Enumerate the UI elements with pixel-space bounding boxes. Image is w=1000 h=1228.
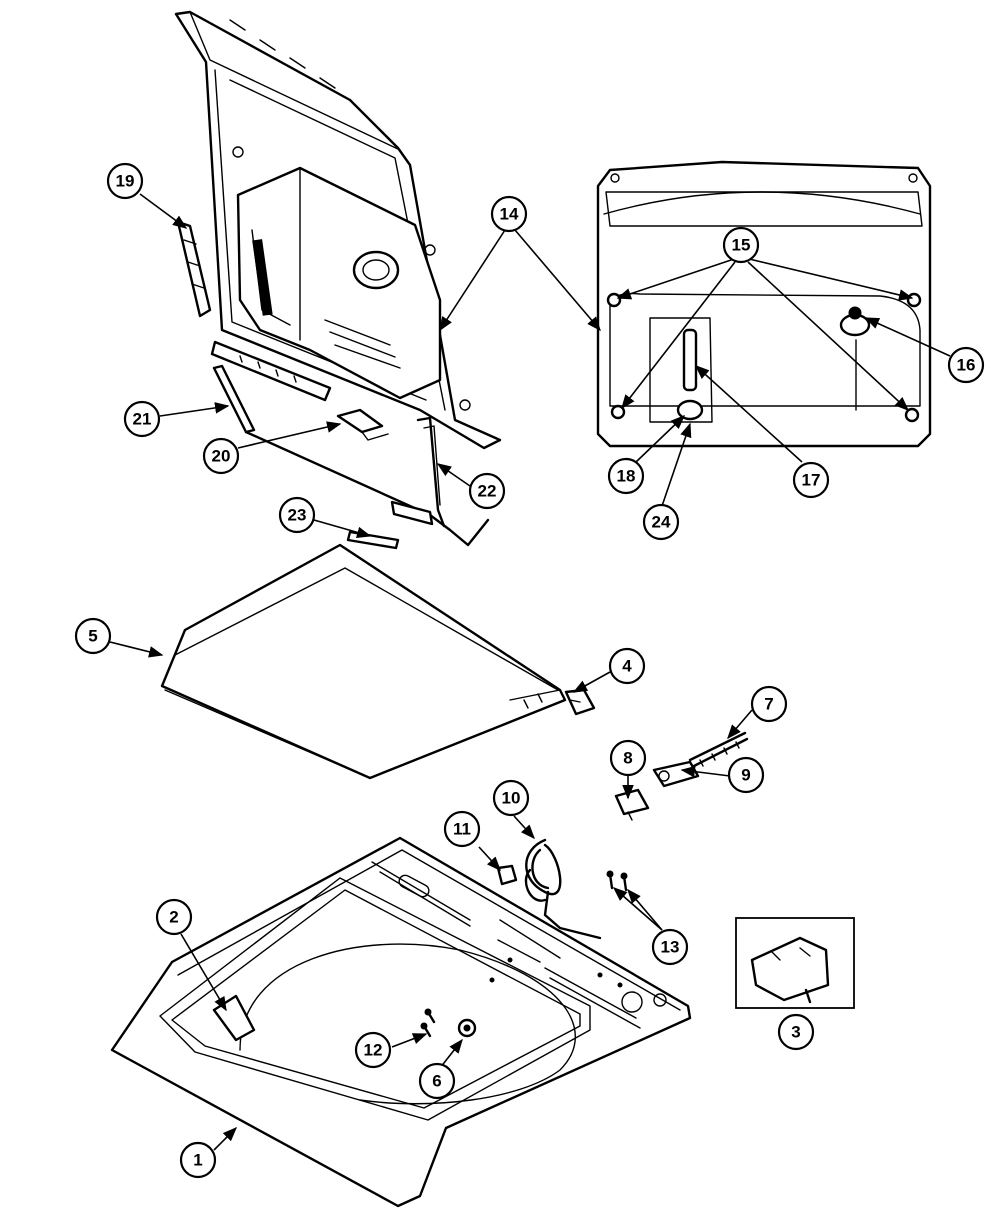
callout-21: 21 bbox=[123, 400, 161, 438]
callout-label: 24 bbox=[652, 513, 671, 532]
console-small-parts bbox=[210, 340, 490, 550]
callout-12: 12 bbox=[354, 1031, 392, 1069]
callout-6: 6 bbox=[418, 1062, 456, 1100]
callout-label: 10 bbox=[502, 789, 521, 808]
lid-5 bbox=[160, 543, 567, 780]
screws-13 bbox=[606, 870, 628, 892]
console-panel-rear-view bbox=[174, 10, 502, 450]
callout-8: 8 bbox=[609, 739, 647, 777]
callout-label: 9 bbox=[741, 766, 750, 785]
callout-19: 19 bbox=[106, 162, 144, 200]
callout-17: 17 bbox=[792, 461, 830, 499]
callout-1: 1 bbox=[179, 1141, 217, 1179]
callout-3: 3 bbox=[777, 1013, 815, 1051]
callout-label: 19 bbox=[116, 172, 135, 191]
lid-switch-box-3 bbox=[735, 917, 855, 1009]
callout-label: 1 bbox=[193, 1151, 202, 1170]
callout-label: 5 bbox=[88, 627, 97, 646]
callout-2: 2 bbox=[155, 898, 193, 936]
callout-label: 4 bbox=[622, 657, 632, 676]
callout-14: 14 bbox=[490, 195, 528, 233]
console-rear-view-right bbox=[596, 160, 932, 448]
callout-20: 20 bbox=[202, 437, 240, 475]
callout-22: 22 bbox=[468, 472, 506, 510]
washer-top-1 bbox=[110, 836, 692, 1208]
callout-label: 17 bbox=[802, 471, 821, 490]
callout-label: 11 bbox=[453, 820, 471, 839]
callout-label: 8 bbox=[623, 749, 632, 768]
callout-label: 3 bbox=[791, 1023, 800, 1042]
callout-label: 14 bbox=[500, 205, 519, 224]
callout-23: 23 bbox=[278, 496, 316, 534]
callout-label: 2 bbox=[169, 908, 178, 927]
callout-label: 16 bbox=[957, 356, 976, 375]
callout-5: 5 bbox=[74, 617, 112, 655]
callout-label: 21 bbox=[133, 410, 152, 429]
left-end-cap-19 bbox=[176, 220, 212, 318]
callout-label: 22 bbox=[478, 482, 497, 501]
lid-hinge-4 bbox=[564, 688, 596, 716]
leader-lines bbox=[109, 193, 951, 1151]
callout-label: 12 bbox=[364, 1041, 383, 1060]
callout-15: 15 bbox=[722, 226, 760, 264]
callout-9: 9 bbox=[727, 756, 765, 794]
callout-11: 11 bbox=[443, 810, 481, 848]
callout-label: 7 bbox=[764, 695, 773, 714]
callout-label: 13 bbox=[661, 938, 680, 957]
callout-10: 10 bbox=[492, 779, 530, 817]
callout-18: 18 bbox=[607, 457, 645, 495]
callout-13: 13 bbox=[651, 928, 689, 966]
callout-label: 6 bbox=[432, 1072, 441, 1091]
wire-harness-10 bbox=[496, 838, 602, 940]
callout-label: 23 bbox=[288, 506, 307, 525]
callout-4: 4 bbox=[608, 647, 646, 685]
callout-7: 7 bbox=[750, 685, 788, 723]
callout-label: 15 bbox=[732, 236, 751, 255]
callout-label: 18 bbox=[617, 467, 636, 486]
top-small-parts bbox=[420, 1008, 477, 1038]
callout-24: 24 bbox=[642, 503, 680, 541]
callout-label: 20 bbox=[212, 447, 231, 466]
callout-16: 16 bbox=[947, 346, 985, 384]
